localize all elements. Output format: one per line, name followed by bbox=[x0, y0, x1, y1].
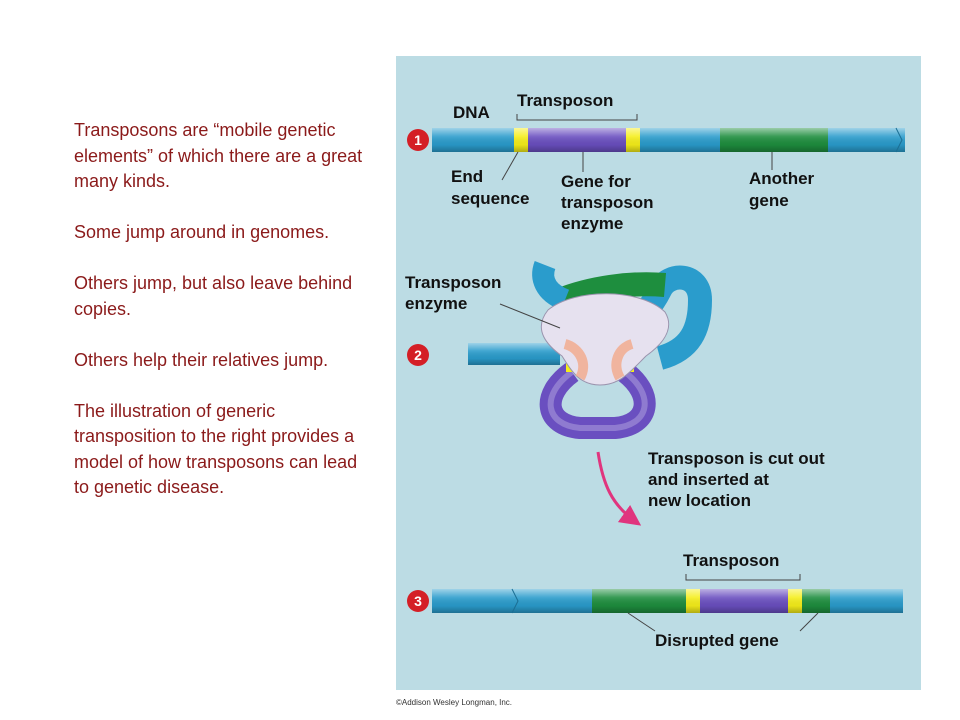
description-text: Transposons are “mobile genetic elements… bbox=[74, 118, 374, 526]
transposon-bracket-step-1 bbox=[516, 114, 638, 121]
svg-text:Transposon is cut out: Transposon is cut out bbox=[648, 449, 825, 468]
transposon-label-step-1: Transposon bbox=[517, 91, 613, 110]
enzyme-pointer bbox=[499, 303, 561, 329]
disrupted-pointer-right bbox=[799, 612, 819, 632]
step-2-badge: 2 bbox=[407, 344, 429, 366]
svg-text:3: 3 bbox=[414, 593, 422, 609]
end-sequence-pointer bbox=[501, 151, 519, 181]
dna-strand-step-3 bbox=[432, 588, 916, 614]
transposition-arrow bbox=[596, 451, 642, 526]
transposon-label-step-3: Transposon bbox=[683, 551, 779, 570]
svg-text:and inserted at: and inserted at bbox=[648, 470, 769, 489]
another-gene-label: Another gene bbox=[749, 169, 815, 210]
paragraph-help-relatives: Others help their relatives jump. bbox=[74, 349, 329, 370]
figure-panel bbox=[396, 56, 921, 690]
paragraph-jump-around: Some jump around in genomes. bbox=[74, 222, 330, 242]
end-sequence-label: End sequence bbox=[451, 167, 529, 208]
dna-strand-step-1 bbox=[432, 127, 918, 153]
cut-and-insert-label: Transposon is cut out and inserted at ne… bbox=[648, 449, 825, 510]
transposon-enzyme-label: Transposon enzyme bbox=[405, 273, 501, 313]
svg-text:Gene for: Gene for bbox=[561, 172, 631, 191]
svg-text:2: 2 bbox=[414, 347, 422, 363]
step-1-badge: 1 bbox=[407, 129, 429, 151]
svg-text:sequence: sequence bbox=[451, 189, 529, 208]
svg-text:1: 1 bbox=[414, 132, 422, 148]
disrupted-gene-label: Disrupted gene bbox=[655, 631, 779, 650]
paragraph-leave-copies: Others jump, but also leave behind copie… bbox=[74, 273, 353, 319]
transposon-bracket-step-3 bbox=[685, 574, 801, 581]
svg-text:transposon: transposon bbox=[561, 193, 654, 212]
paragraph-illustration: The illustration of generic transpositio… bbox=[74, 400, 358, 498]
svg-text:enzyme: enzyme bbox=[405, 294, 467, 313]
svg-text:Another: Another bbox=[749, 169, 815, 188]
svg-text:new location: new location bbox=[648, 491, 751, 510]
dna-label: DNA bbox=[453, 103, 490, 122]
excision-complex bbox=[468, 261, 713, 439]
svg-text:End: End bbox=[451, 167, 483, 186]
gene-for-enzyme-label: Gene for transposon enzyme bbox=[561, 172, 654, 233]
disrupted-pointer-left bbox=[627, 612, 656, 632]
copyright-credit: ©Addison Wesley Longman, Inc. bbox=[396, 698, 512, 707]
svg-text:gene: gene bbox=[749, 191, 789, 210]
svg-text:enzyme: enzyme bbox=[561, 214, 623, 233]
step-3-badge: 3 bbox=[407, 590, 429, 612]
svg-text:Transposon: Transposon bbox=[405, 273, 501, 292]
paragraph-mobile-elements: Transposons are “mobile genetic elements… bbox=[74, 120, 363, 191]
